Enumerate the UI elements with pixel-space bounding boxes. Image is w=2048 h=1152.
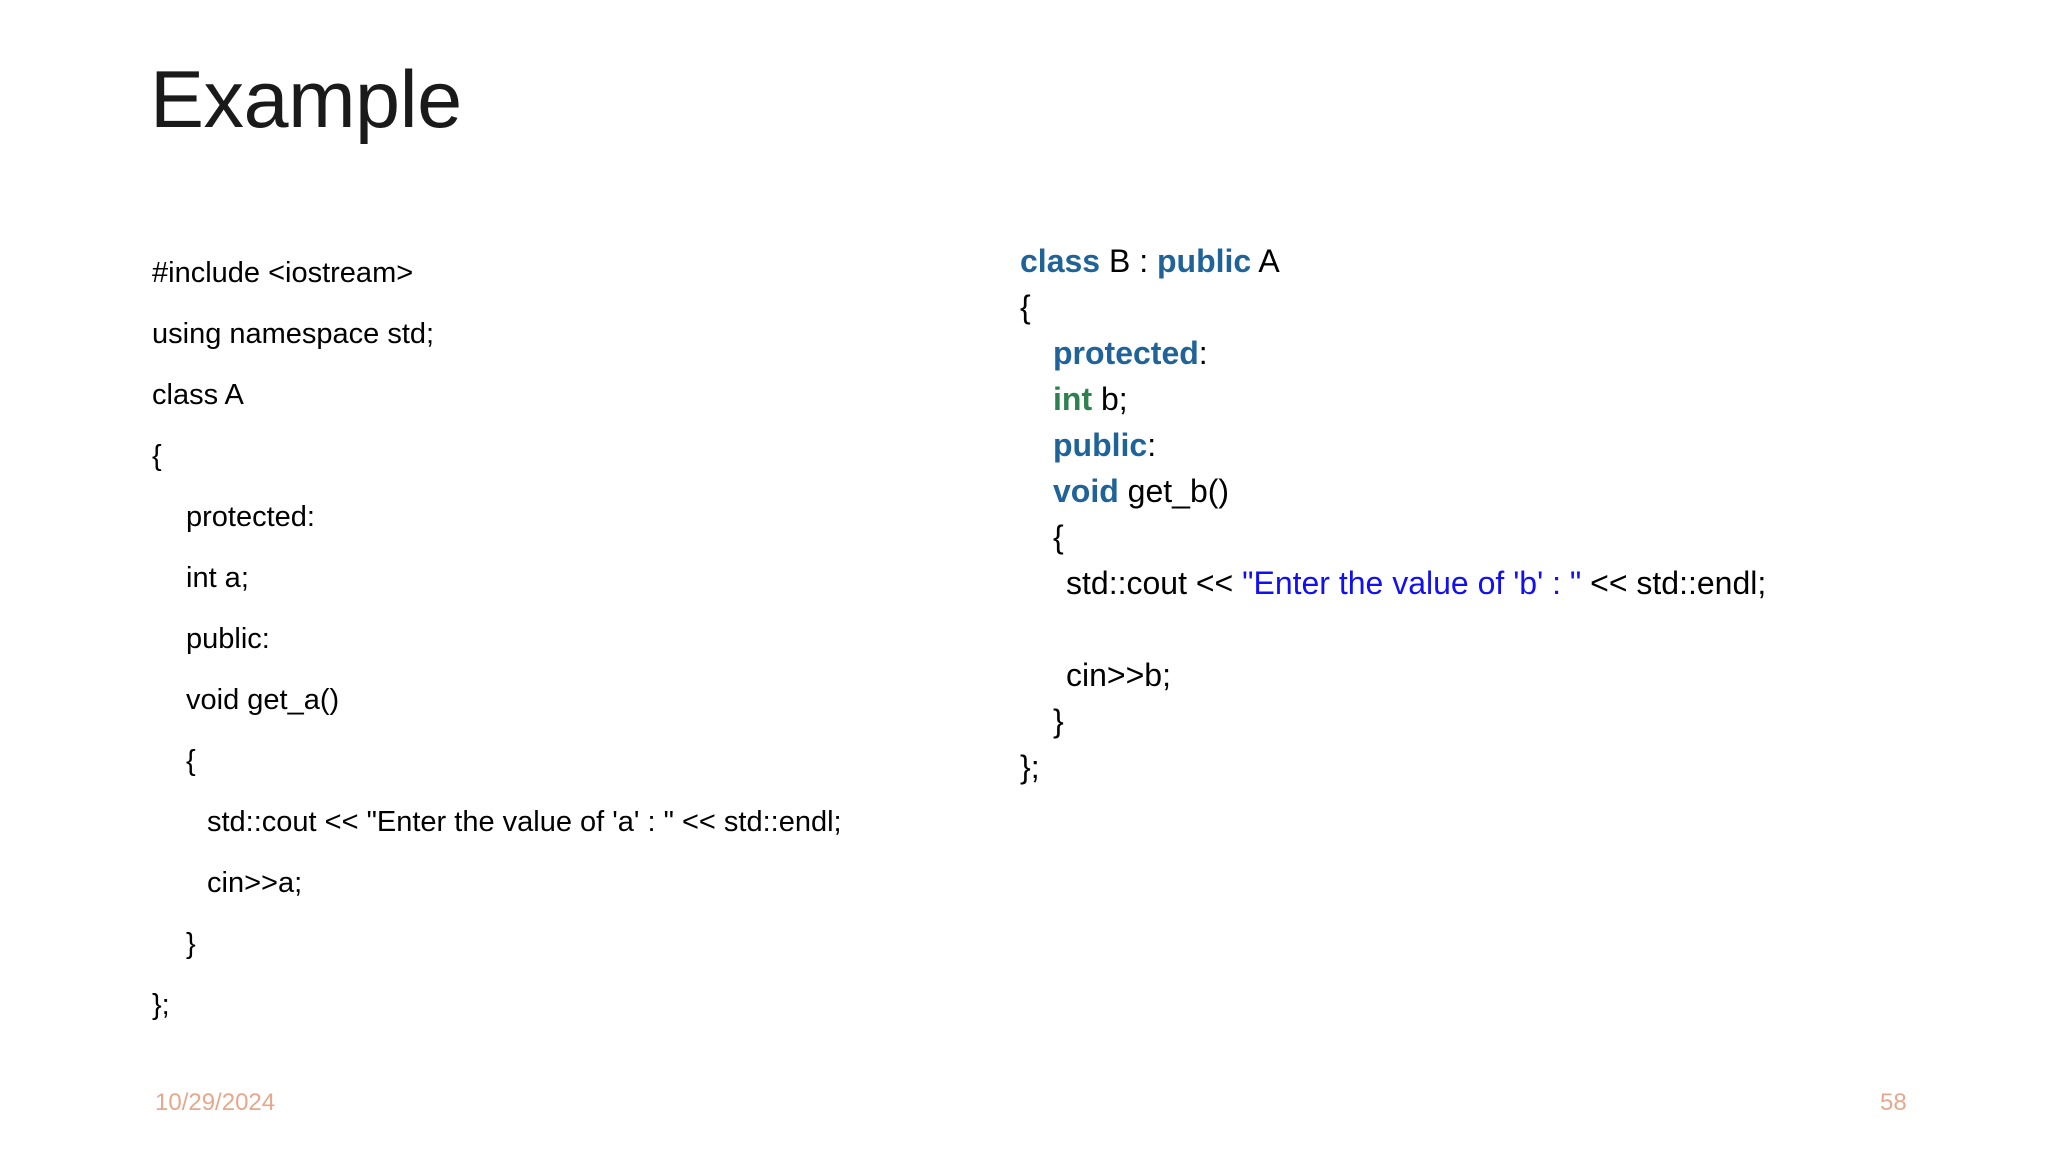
class-a-line: };	[152, 975, 942, 1036]
class-a-line: class A	[152, 365, 942, 426]
class-b-line	[1020, 606, 2010, 652]
class-b-token: class	[1020, 243, 1101, 279]
class-b-line: protected:	[1020, 330, 2010, 376]
class-b-token: :	[1198, 335, 1208, 371]
class-b-token: }	[1053, 703, 1064, 739]
class-b-line: class B : public A	[1020, 238, 2010, 284]
class-b-token: };	[1020, 749, 1040, 785]
class-a-line: int a;	[152, 548, 942, 609]
class-b-line: cin>>b;	[1020, 652, 2010, 698]
class-a-line: {	[152, 731, 942, 792]
class-b-line: {	[1020, 514, 2010, 560]
class-a-token: {	[186, 745, 196, 777]
class-b-token: "Enter the value of 'b' : "	[1242, 565, 1582, 601]
class-a-token: public:	[186, 623, 270, 655]
class-b-token: std::cout <<	[1066, 565, 1243, 601]
class-b-line: void get_b()	[1020, 468, 2010, 514]
class-a-line: void get_a()	[152, 670, 942, 731]
class-b-token: b;	[1092, 381, 1128, 417]
class-a-token: void get_a()	[186, 684, 340, 716]
class-b-token: get_b()	[1118, 473, 1230, 509]
code-block-class-a: #include <iostream> using namespace std; c…	[152, 243, 942, 1036]
class-b-line: int b;	[1020, 376, 2010, 422]
page-title: Example	[150, 55, 462, 145]
class-b-token: A	[1251, 243, 1280, 279]
class-b-token: cin>>b;	[1066, 657, 1171, 693]
code-block-class-b: class B : public A{protected:int b;publi…	[1020, 238, 2010, 790]
class-b-line: std::cout << "Enter the value of 'b' : "…	[1020, 560, 2010, 606]
class-a-token: }	[186, 928, 196, 960]
footer-page-number: 58	[1880, 1089, 1907, 1116]
class-b-token: {	[1053, 519, 1064, 555]
class-b-line: }	[1020, 698, 2010, 744]
class-a-token: #include <iostream>	[152, 257, 414, 289]
class-b-line: };	[1020, 744, 2010, 790]
class-a-token: int a;	[186, 562, 249, 594]
class-b-token: {	[1020, 289, 1031, 325]
class-a-token: cin>>a;	[207, 867, 303, 899]
footer-date: 10/29/2024	[155, 1089, 276, 1116]
class-a-token: using namespace std;	[152, 318, 435, 350]
class-a-token: protected:	[186, 501, 315, 533]
class-b-token: B :	[1100, 243, 1157, 279]
class-b-line: {	[1020, 284, 2010, 330]
class-a-line: }	[152, 914, 942, 975]
class-a-line: cin>>a;	[152, 853, 942, 914]
class-a-token: {	[152, 440, 162, 472]
class-a-token: };	[152, 989, 170, 1021]
class-a-line: std::cout << "Enter the value of 'a' : "…	[152, 792, 942, 853]
class-b-token: public	[1156, 243, 1252, 279]
class-b-token: int	[1053, 381, 1093, 417]
class-b-token: :	[1147, 427, 1157, 463]
class-a-token: class A	[152, 379, 244, 411]
class-a-line: protected:	[152, 487, 942, 548]
class-b-token: protected	[1053, 335, 1199, 371]
class-b-line: public:	[1020, 422, 2010, 468]
class-a-token: std::cout << "Enter the value of 'a' : "…	[207, 806, 842, 838]
class-a-line: {	[152, 426, 942, 487]
class-b-token: << std::endl;	[1581, 565, 1767, 601]
class-a-line: public:	[152, 609, 942, 670]
class-b-token: public	[1053, 427, 1148, 463]
class-b-token: void	[1053, 473, 1119, 509]
class-a-line: using namespace std;	[152, 304, 942, 365]
class-a-line: #include <iostream>	[152, 243, 942, 304]
